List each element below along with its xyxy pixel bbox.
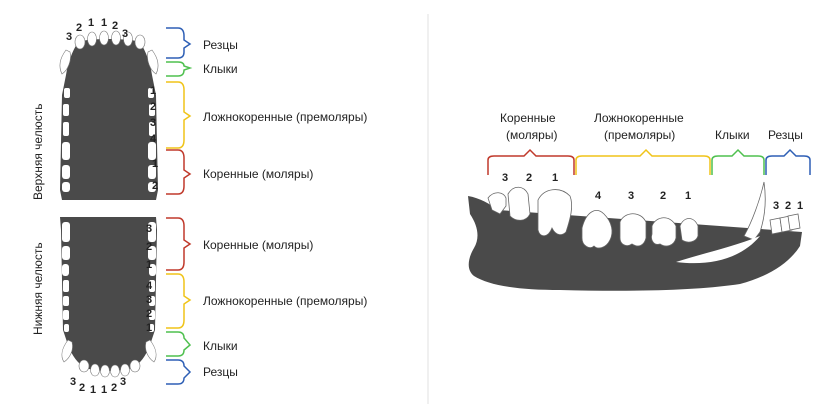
upper-canines-bracket xyxy=(166,61,193,77)
svg-text:3: 3 xyxy=(120,376,126,388)
upper-molars-label: Коренные (моляры) xyxy=(203,167,313,181)
svg-text:4: 4 xyxy=(595,190,602,202)
svg-text:1: 1 xyxy=(797,200,803,212)
lower-canines xyxy=(61,339,157,363)
lower-molars-bracket xyxy=(166,217,192,271)
canine-root xyxy=(676,236,760,264)
lower-molars-label: Коренные (моляры) xyxy=(203,238,313,252)
svg-text:2: 2 xyxy=(785,200,791,212)
upper-brackets xyxy=(166,27,193,195)
svg-text:3: 3 xyxy=(146,294,152,306)
svg-text:3: 3 xyxy=(150,117,156,129)
lower-premolars-bracket xyxy=(166,273,192,329)
lower-jaw-label: Нижняя челюсть xyxy=(31,242,45,335)
side-premolars xyxy=(581,210,699,249)
lower-brackets xyxy=(166,217,192,385)
svg-text:1: 1 xyxy=(88,17,94,29)
svg-text:4: 4 xyxy=(150,133,157,145)
svg-text:1: 1 xyxy=(552,172,558,184)
svg-text:1: 1 xyxy=(101,17,107,29)
svg-text:2: 2 xyxy=(152,180,158,192)
svg-text:2: 2 xyxy=(660,190,666,202)
svg-text:2: 2 xyxy=(79,382,85,394)
svg-text:2: 2 xyxy=(111,382,117,394)
side-incisors-bracket xyxy=(765,148,811,175)
upper-jaw-label: Верхняя челюсть xyxy=(31,104,45,200)
svg-text:2: 2 xyxy=(76,22,82,34)
svg-text:2: 2 xyxy=(526,172,532,184)
lower-side-numbers: 3 2 1 4 3 2 1 xyxy=(146,223,153,334)
svg-text:3: 3 xyxy=(146,223,152,235)
svg-text:3: 3 xyxy=(773,200,779,212)
side-canines-label: Клыки xyxy=(715,128,750,142)
side-premolar-numbers: 4 3 2 1 xyxy=(595,190,691,202)
upper-incisors xyxy=(74,30,146,50)
side-incisors-label: Резцы xyxy=(768,128,803,142)
svg-text:2: 2 xyxy=(112,20,118,32)
upper-side-numbers: 1 2 3 4 1 2 xyxy=(150,85,158,192)
svg-text:2: 2 xyxy=(146,241,152,253)
side-molars-label-line1: Коренные xyxy=(500,111,556,125)
svg-text:4: 4 xyxy=(146,280,153,292)
upper-molars-bracket xyxy=(166,149,192,195)
svg-text:1: 1 xyxy=(150,85,156,97)
svg-text:1: 1 xyxy=(146,322,152,334)
upper-canines-label: Клыки xyxy=(203,62,238,76)
svg-text:1: 1 xyxy=(101,384,107,396)
side-canines-bracket xyxy=(711,148,765,175)
side-molar-numbers: 3 2 1 xyxy=(502,172,558,184)
side-molars xyxy=(487,186,573,237)
svg-text:1: 1 xyxy=(685,190,691,202)
svg-text:2: 2 xyxy=(146,308,152,320)
svg-text:3: 3 xyxy=(66,31,72,43)
svg-text:1: 1 xyxy=(152,158,158,170)
svg-text:1: 1 xyxy=(90,384,96,396)
lower-incisors-bracket xyxy=(166,359,192,385)
svg-text:1: 1 xyxy=(146,259,152,271)
svg-text:3: 3 xyxy=(70,376,76,388)
upper-canines xyxy=(59,49,159,75)
side-premolars-bracket xyxy=(575,148,711,175)
lower-incisor-numbers: 3 2 1 1 2 3 xyxy=(70,376,126,396)
side-premolars-label-line1: Ложнокоренные xyxy=(594,111,684,125)
side-incisor-numbers: 3 2 1 xyxy=(773,200,803,212)
upper-jaw xyxy=(59,30,159,200)
upper-incisors-label: Резцы xyxy=(203,38,238,52)
lower-cheek-teeth xyxy=(62,222,156,332)
lower-incisors-label: Резцы xyxy=(203,365,238,379)
side-molars-label-line2: (моляры) xyxy=(506,128,557,142)
upper-incisor-numbers: 3 2 1 1 2 3 xyxy=(66,17,128,43)
side-brackets xyxy=(487,148,811,175)
side-incisors xyxy=(769,213,801,235)
svg-text:3: 3 xyxy=(502,172,508,184)
side-view: 3 2 1 4 3 2 1 3 2 1 Коренные (моляры) Ло… xyxy=(468,111,811,291)
side-canine xyxy=(743,181,766,241)
lower-incisors xyxy=(78,359,141,378)
upper-cheek-teeth xyxy=(62,88,156,192)
side-premolars-label-line2: (премоляры) xyxy=(604,128,675,142)
svg-text:3: 3 xyxy=(122,28,128,40)
lower-jaw-shape xyxy=(60,217,157,371)
lower-canines-label: Клыки xyxy=(203,339,238,353)
upper-premolars-label: Ложнокоренные (премоляры) xyxy=(203,110,367,124)
lower-canines-bracket xyxy=(166,331,192,357)
svg-text:2: 2 xyxy=(150,101,156,113)
upper-jaw-shape xyxy=(60,39,158,200)
svg-text:3: 3 xyxy=(628,190,634,202)
lower-jaw xyxy=(60,217,157,378)
side-molars-bracket xyxy=(487,148,575,175)
upper-incisors-bracket xyxy=(166,27,192,59)
lower-premolars-label: Ложнокоренные (премоляры) xyxy=(203,294,367,308)
upper-premolars-bracket xyxy=(166,81,192,149)
